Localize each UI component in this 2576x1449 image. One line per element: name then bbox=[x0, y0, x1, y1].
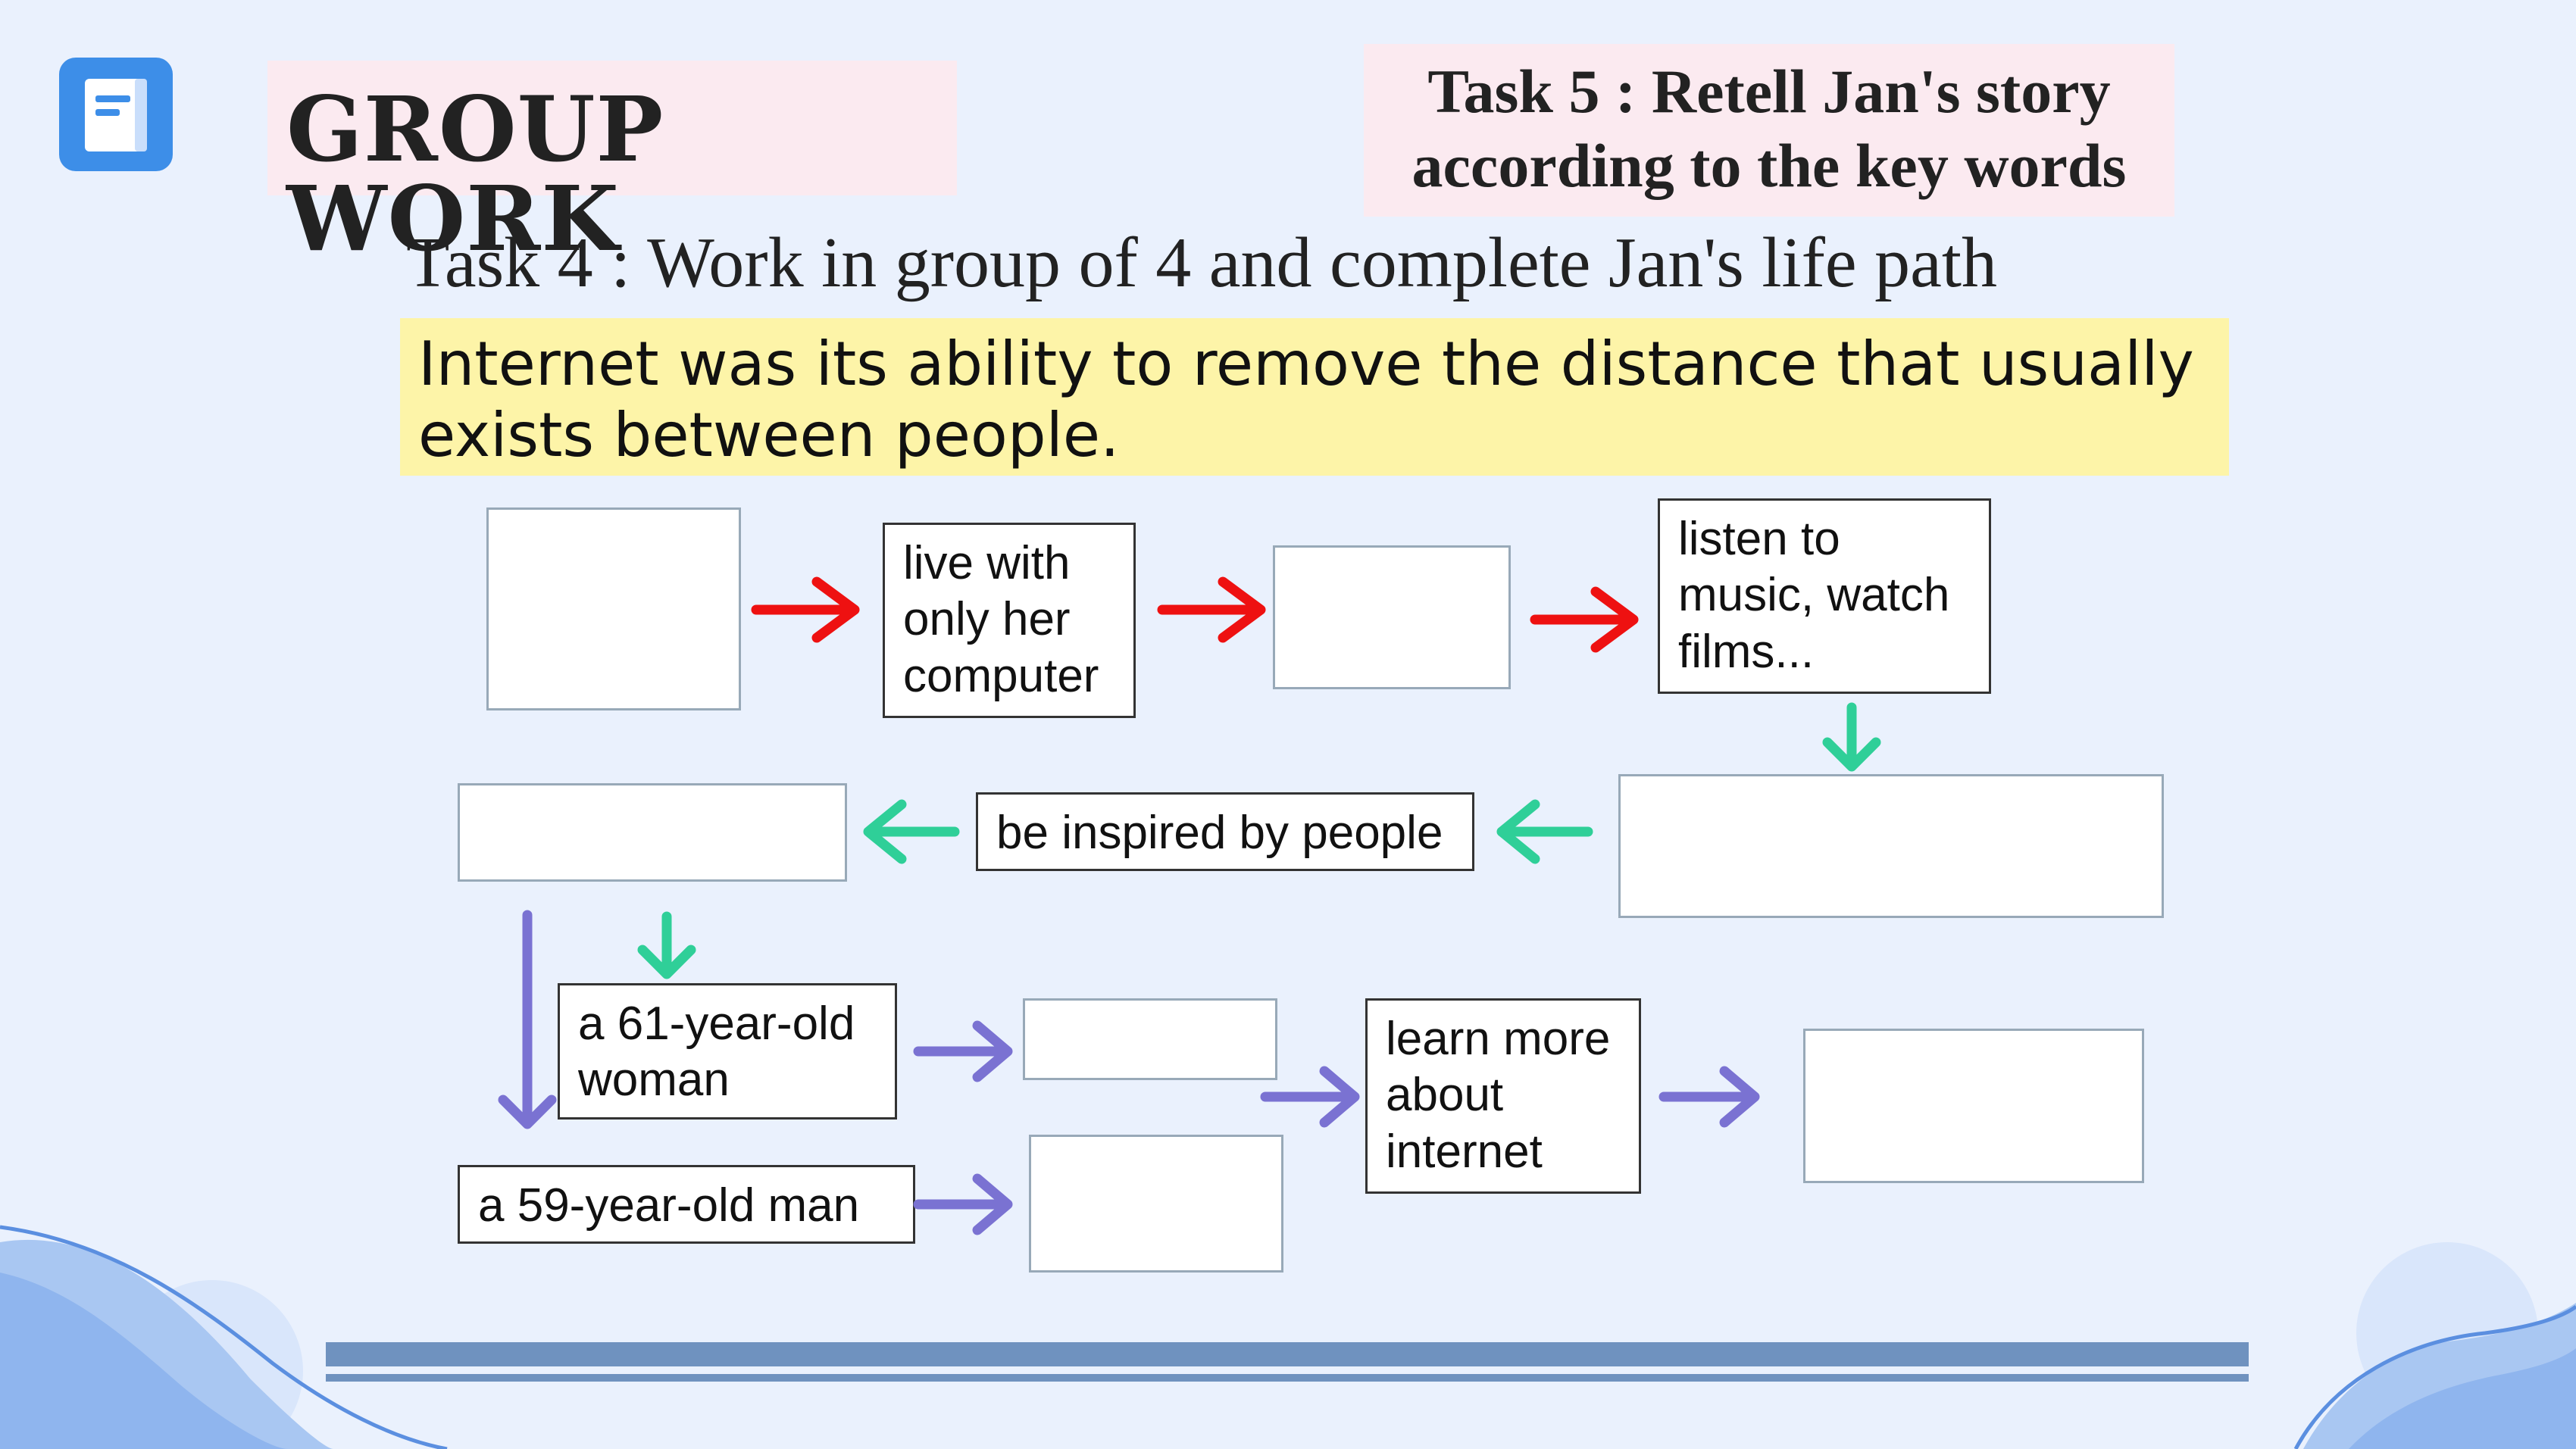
arrow-right-4 bbox=[913, 1020, 1013, 1082]
book-icon bbox=[59, 58, 173, 171]
arrow-right-6 bbox=[1658, 1066, 1760, 1128]
quote-line2: exists between people. bbox=[418, 400, 1120, 471]
box-live-with-computer: live with only her computer bbox=[883, 523, 1136, 718]
box-inspired-by-people: be inspired by people bbox=[976, 792, 1474, 871]
blank-box-4[interactable] bbox=[458, 783, 847, 882]
box-listen-to-music: listen to music, watch films... bbox=[1658, 498, 1991, 694]
task4-heading: Task 4 : Work in group of 4 and complete… bbox=[406, 223, 1997, 302]
red-arrows bbox=[751, 576, 1639, 653]
box-inspired-by-people-label: be inspired by people bbox=[996, 807, 1443, 859]
blank-box-5[interactable] bbox=[1023, 998, 1277, 1080]
arrow-down-3 bbox=[498, 910, 557, 1129]
task5-text: Task 5 : Retell Jan's story according to… bbox=[1364, 55, 2174, 204]
task5-banner bbox=[1364, 44, 2174, 217]
arrow-right-3 bbox=[1530, 586, 1639, 653]
purple-arrows bbox=[498, 910, 1760, 1235]
group-work-title: GROUP WORK bbox=[286, 77, 664, 271]
blank-box-6[interactable] bbox=[1803, 1029, 2144, 1183]
box-live-with-computer-label: live with only her computer bbox=[903, 537, 1099, 702]
box-learn-more: learn more about internet bbox=[1365, 998, 1641, 1194]
quote-box: Internet was its ability to remove the d… bbox=[400, 318, 2229, 476]
quote-text: Internet was its ability to remove the d… bbox=[400, 318, 2229, 472]
blank-box-3[interactable] bbox=[1618, 774, 2164, 918]
green-arrows bbox=[637, 702, 1881, 979]
task5-line2: according to the key words bbox=[1411, 131, 2127, 201]
box-59-year-old-man: a 59-year-old man bbox=[458, 1165, 915, 1244]
footer-line bbox=[326, 1374, 2249, 1382]
arrow-right-2 bbox=[1157, 576, 1266, 643]
arrow-left-1 bbox=[1496, 799, 1593, 864]
blank-box-1[interactable] bbox=[486, 507, 741, 710]
quote-line1: Internet was its ability to remove the d… bbox=[418, 329, 2194, 399]
arrow-down-2 bbox=[637, 911, 696, 979]
box-listen-to-music-label: listen to music, watch films... bbox=[1678, 513, 1950, 678]
footer-bar bbox=[326, 1342, 2249, 1366]
blank-box-2[interactable] bbox=[1273, 545, 1511, 689]
arrow-right-7 bbox=[913, 1173, 1013, 1235]
arrow-left-2 bbox=[863, 799, 960, 864]
box-61-year-old-woman-label: a 61-year-old woman bbox=[578, 998, 855, 1107]
box-59-year-old-man-label: a 59-year-old man bbox=[478, 1179, 860, 1232]
blank-box-7[interactable] bbox=[1029, 1135, 1283, 1273]
box-61-year-old-woman: a 61-year-old woman bbox=[558, 983, 897, 1120]
box-learn-more-label: learn more about internet bbox=[1386, 1013, 1611, 1178]
arrow-right-1 bbox=[751, 576, 860, 643]
group-work-banner bbox=[267, 61, 957, 195]
task5-line1: Task 5 : Retell Jan's story bbox=[1427, 57, 2111, 126]
arrow-down-1 bbox=[1822, 702, 1881, 772]
arrow-right-5 bbox=[1260, 1066, 1360, 1128]
